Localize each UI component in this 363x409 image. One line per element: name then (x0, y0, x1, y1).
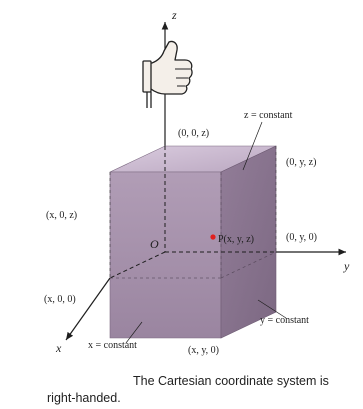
caption-line-2: right-handed. (47, 391, 121, 405)
cube-right-face (220, 145, 277, 339)
x-axis-label: x (55, 341, 62, 355)
z-axis-label: z (171, 8, 177, 22)
point-p-dot (210, 234, 216, 240)
label-z-constant: z = constant (244, 110, 293, 121)
label-x-y-0: (x, y, 0) (188, 345, 219, 356)
origin-label: O (150, 237, 159, 251)
label-x-0-z: (x, 0, z) (46, 210, 77, 221)
label-0-y-z: (0, y, z) (286, 157, 316, 168)
caption-line-1: The Cartesian coordinate system is (133, 374, 329, 388)
label-x-constant: x = constant (88, 340, 137, 351)
thumbs-up-hand-icon (142, 40, 193, 108)
label-x-0-0: (x, 0, 0) (44, 294, 76, 305)
label-0-0-z: (0, 0, z) (178, 128, 209, 139)
leader-y-constant (257, 299, 287, 319)
leader-x-constant (125, 321, 143, 344)
leader-z-constant (242, 121, 263, 171)
x-axis-hidden (109, 251, 166, 279)
plane-line-right (220, 251, 277, 279)
label-y-constant: y = constant (260, 315, 309, 326)
point-p-label: P(x, y, z) (218, 234, 254, 245)
x-axis-line (65, 277, 111, 341)
y-axis-label: y (343, 259, 350, 273)
label-0-y-0: (0, y, 0) (286, 232, 317, 243)
